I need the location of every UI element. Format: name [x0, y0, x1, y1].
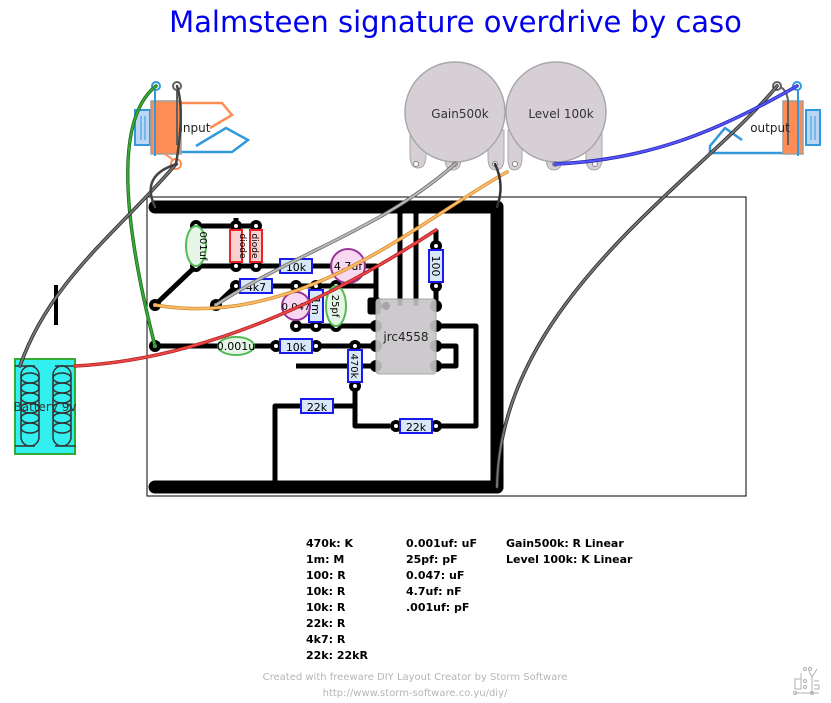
bom-item: Level 100k: K Linear [506, 553, 633, 566]
wire-input-ground[interactable] [149, 84, 183, 209]
bom-pots: Gain500k: R Linear Level 100k: K Linear [506, 536, 632, 568]
ic-body [375, 298, 437, 375]
resistor-470k[interactable]: 470k [347, 349, 363, 383]
battery-label: Battery 9v [14, 400, 77, 414]
output-jack[interactable]: output [708, 81, 821, 156]
pot-label: Gain500k [431, 107, 488, 121]
wire-orange-core [154, 171, 508, 310]
footer-url[interactable]: http://www.storm-software.co.yu/diy/ [322, 688, 508, 699]
bom-item: .001uf: pF [406, 601, 470, 614]
bom-item: 4.7uf: nF [406, 585, 462, 598]
input-jack[interactable]: input [134, 81, 251, 170]
bom-item: Gain500k: R Linear [506, 537, 624, 550]
wire-red-core [74, 229, 437, 367]
resistor-label: 10k [286, 341, 307, 354]
battery[interactable]: Battery 9v [14, 285, 77, 455]
resistor-label: 22k [406, 421, 427, 434]
jack-label: output [750, 121, 790, 135]
ground-traces [148, 200, 504, 494]
bom-item: 0.047: uF [406, 569, 465, 582]
diode-label: diode [249, 234, 259, 259]
cap-label: 0.001u [217, 340, 255, 353]
resistor-100[interactable]: 100 [428, 249, 444, 283]
footer: Created with freeware DIY Layout Creator… [250, 670, 580, 702]
bom-item: 22k: 22kR [306, 649, 368, 662]
pot-label: Level 100k [528, 107, 593, 121]
bom-item: 100: R [306, 569, 346, 582]
footer-credit: Created with freeware DIY Layout Creator… [262, 672, 568, 683]
page-title: Malmsteen signature overdrive by caso [169, 5, 742, 39]
trace [436, 323, 479, 429]
cap-001uf-vertical[interactable]: 001uf [185, 225, 208, 267]
resistor-22k-left[interactable]: 22k [300, 398, 334, 414]
trace [436, 343, 459, 369]
resistor-22k-right[interactable]: 22k [399, 418, 433, 434]
ic-chip[interactable]: jrc4558 [370, 298, 442, 375]
wire-pot-ground[interactable] [493, 162, 502, 209]
bom-capacitors: 0.001uf: uF 25pf: pF 0.047: uF 4.7uf: nF… [406, 536, 477, 616]
bom-item: 4k7: R [306, 633, 346, 646]
wire-blue-core [554, 85, 798, 165]
wire-grey-core [215, 163, 456, 306]
bom-item: 1m: M [306, 553, 345, 566]
diy-logo-icon [793, 667, 820, 695]
cap-label: 25pf [329, 295, 340, 318]
ic-label: jrc4558 [382, 330, 428, 344]
resistor-10k-bottom[interactable]: 10k [279, 338, 313, 354]
trace [153, 264, 198, 307]
cap-25pf[interactable]: 25pf [325, 285, 347, 327]
pot-level[interactable]: Level 100k [505, 61, 607, 171]
bom-resistors: 470k: K 1m: M 100: R 10k: R 10k: R 22k: … [306, 536, 368, 664]
trace [272, 403, 390, 487]
wire-output-ground-core [496, 85, 778, 488]
diode-label: diode [237, 234, 247, 259]
wires [18, 84, 799, 489]
cap-0001u[interactable]: 0.001u [217, 336, 255, 356]
bom-item: 10k: R [306, 601, 346, 614]
wire-green-core [126, 85, 157, 347]
bom-item: 10k: R [306, 585, 346, 598]
resistor-label: 470k [348, 354, 359, 379]
resistor-label: 100 [429, 256, 442, 277]
diode-2[interactable]: diode [249, 229, 263, 263]
bom-item: 25pf: pF [406, 553, 458, 566]
ic-pin1-marker [382, 302, 390, 310]
wire-black-battery-core [19, 163, 177, 367]
bom-item: 0.001uf: uF [406, 537, 477, 550]
bom-item: 22k: R [306, 617, 346, 630]
cap-label: 001uf [197, 232, 208, 261]
resistor-label: 22k [307, 401, 328, 414]
diode-1[interactable]: diode [229, 229, 247, 263]
pot-gain[interactable]: Gain500k [404, 61, 506, 171]
bom-item: 470k: K [306, 537, 354, 550]
jack-label: input [180, 121, 211, 135]
